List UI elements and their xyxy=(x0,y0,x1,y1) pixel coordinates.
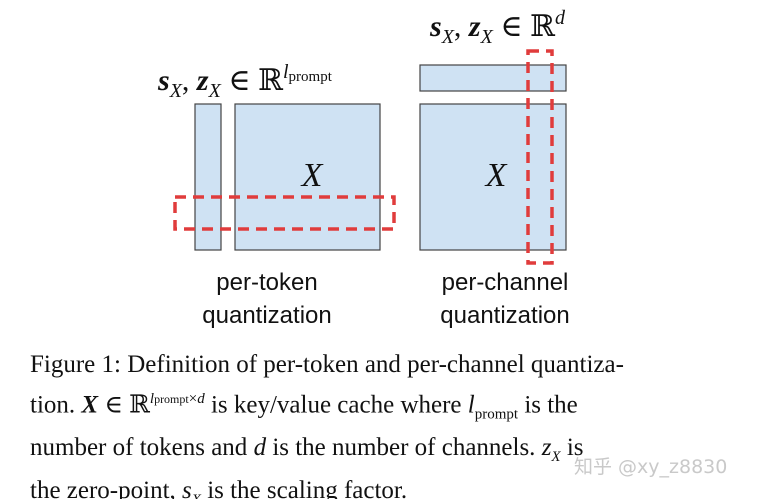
scale-zero-vector-per-channel xyxy=(419,64,567,92)
matrix-x-label-left: X xyxy=(300,157,324,194)
caption-text: the zero-point, xyxy=(30,477,176,499)
caption-text: is key/value cache where xyxy=(210,391,462,419)
caption-math-s: s xyxy=(182,477,192,499)
label-in: ∈ xyxy=(228,64,250,97)
caption-line-2: tion. X ∈ ℝlprompt×d is key/value cache … xyxy=(30,382,745,431)
label-z: z xyxy=(468,10,481,43)
per-channel-caption-line1: per-channel xyxy=(442,269,569,296)
label-real-set: ℝ xyxy=(530,10,556,43)
per-token-range-label: sX, zX ∈ ℝlprompt xyxy=(157,61,333,102)
caption-line-4: the zero-point, sX is the scaling factor… xyxy=(30,474,745,499)
caption-math-real: ℝ xyxy=(129,391,150,419)
caption-text: number of tokens and xyxy=(30,434,248,462)
matrix-x-per-channel xyxy=(419,103,567,251)
per-channel-panel: X sX, zX ∈ ℝd per-channel quantization xyxy=(419,7,570,329)
caption-sub-prompt: prompt xyxy=(474,406,519,423)
label-s: s xyxy=(157,64,170,97)
label-in: ∈ xyxy=(500,10,522,43)
caption-sup-l: l xyxy=(149,391,155,407)
matrix-x-label-right: X xyxy=(484,157,508,194)
per-token-caption-line1: per-token xyxy=(216,269,317,296)
caption-text: Figure 1: Definition of per-token and pe… xyxy=(30,351,624,378)
label-z: z xyxy=(196,64,209,97)
label-real-set: ℝ xyxy=(258,64,284,97)
matrix-x-per-token xyxy=(234,103,381,251)
caption-math-z: z xyxy=(541,434,552,462)
per-token-caption-line2: quantization xyxy=(202,302,331,329)
token-row-highlight xyxy=(173,195,396,231)
caption-line-1: Figure 1: Definition of per-token and pe… xyxy=(30,348,745,382)
caption-sup-times: × xyxy=(188,391,198,407)
label-z-sub: X xyxy=(208,80,222,102)
per-channel-range-label: sX, zX ∈ ℝd xyxy=(429,7,566,48)
caption-math-in: ∈ xyxy=(104,391,123,419)
label-z-sub: X xyxy=(480,26,494,48)
caption-text: is the xyxy=(524,391,578,419)
caption-sup-prompt: prompt xyxy=(154,392,189,406)
caption-math-x: X xyxy=(81,391,99,419)
label-sup-l: l xyxy=(283,61,289,83)
caption-sub-x: X xyxy=(551,449,561,466)
caption-text: is xyxy=(566,434,584,462)
caption-text: is the scaling factor. xyxy=(207,477,408,499)
scale-zero-vector-per-token xyxy=(194,103,222,251)
caption-line-3: number of tokens and d is the number of … xyxy=(30,431,745,474)
label-s-sub: X xyxy=(169,80,183,102)
caption-math-l: l xyxy=(467,391,475,419)
caption-text: is the number of channels. xyxy=(272,434,536,462)
per-token-panel: X sX, zX ∈ ℝlprompt per-token quantizati… xyxy=(157,61,396,329)
caption-text: tion. xyxy=(30,391,76,419)
figure-caption: Figure 1: Definition of per-token and pe… xyxy=(30,348,745,499)
label-s-sub: X xyxy=(441,26,455,48)
caption-sub-x: X xyxy=(192,492,201,499)
label-sup-d: d xyxy=(555,7,566,29)
per-channel-caption-line2: quantization xyxy=(440,302,569,329)
label-s: s xyxy=(429,10,442,43)
channel-column-highlight xyxy=(526,49,554,265)
caption-math-d: d xyxy=(253,434,267,462)
watermark-text: 知乎 @xy_z8830 xyxy=(574,456,728,478)
label-sup-prompt: prompt xyxy=(289,69,333,85)
caption-sup-d: d xyxy=(197,391,205,407)
